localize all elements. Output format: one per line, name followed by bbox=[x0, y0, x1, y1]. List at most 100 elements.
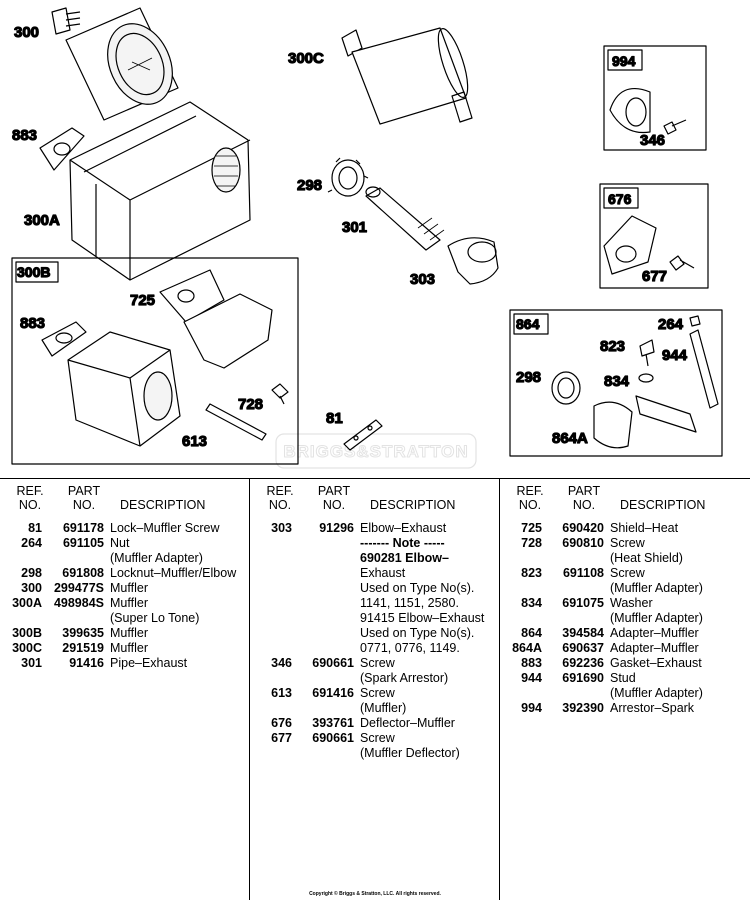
callout-300A: 300A bbox=[24, 212, 60, 229]
description-cell: Stud bbox=[610, 671, 636, 685]
part-300a-muffler-drawing bbox=[69, 101, 251, 281]
ref-no-cell: 883 bbox=[521, 656, 542, 670]
table-row: (Muffler Adapter) bbox=[500, 611, 750, 626]
description-cell: Muffler bbox=[110, 641, 148, 655]
part-no-cell: 299477S bbox=[53, 581, 104, 595]
description-cell: (Super Lo Tone) bbox=[110, 611, 200, 625]
part-301-pipe-drawing bbox=[365, 186, 445, 251]
part-no-cell: 291519 bbox=[62, 641, 104, 655]
part-no-cell: 399635 bbox=[62, 626, 104, 640]
column-divider bbox=[499, 478, 500, 900]
description-cell: Arrestor–Spark bbox=[610, 701, 695, 715]
description-cell: (Muffler Adapter) bbox=[610, 581, 703, 595]
callout-944: 944 bbox=[662, 347, 688, 364]
description-cell: Muffler bbox=[110, 596, 148, 610]
callout-676: 676 bbox=[608, 191, 632, 207]
header-ref-2: NO. bbox=[18, 498, 42, 512]
callout-864A: 864A bbox=[552, 430, 588, 447]
callout-81: 81 bbox=[326, 410, 343, 427]
svg-text:BRIGGS&STRATTON: BRIGGS&STRATTON bbox=[283, 442, 468, 461]
copyright-notice: Copyright © Briggs & Stratton, LLC. All … bbox=[309, 891, 441, 897]
ref-no-cell: 303 bbox=[271, 521, 292, 535]
description-cell: Nut bbox=[110, 536, 130, 550]
ref-no-cell: 300 bbox=[21, 581, 42, 595]
callout-677: 677 bbox=[642, 268, 667, 285]
header-description: DESCRIPTION bbox=[370, 498, 456, 512]
header-part-1: PART bbox=[567, 484, 601, 498]
header-part-2: NO. bbox=[322, 498, 346, 512]
part-no-cell: 394584 bbox=[562, 626, 604, 640]
part-no-cell: 691416 bbox=[312, 686, 354, 700]
table-row: (Muffler Adapter) bbox=[0, 551, 250, 566]
callout-298: 298 bbox=[297, 177, 322, 194]
part-no-cell: 690810 bbox=[562, 536, 604, 550]
callout-301: 301 bbox=[342, 219, 367, 236]
ref-no-cell: 864 bbox=[521, 626, 542, 640]
part-no-cell: 393761 bbox=[312, 716, 354, 730]
ref-no-cell: 346 bbox=[271, 656, 292, 670]
callout-864: 864 bbox=[516, 316, 540, 332]
description-cell: ------- Note ----- bbox=[360, 536, 445, 550]
callout-300C: 300C bbox=[288, 50, 324, 67]
table-row: Used on Type No(s). bbox=[250, 626, 500, 641]
description-cell: Adapter–Muffler bbox=[610, 641, 699, 655]
description-cell: Muffler bbox=[110, 581, 148, 595]
ref-no-cell: 298 bbox=[21, 566, 42, 580]
header-part-2: NO. bbox=[72, 498, 96, 512]
box-864-adapter bbox=[509, 309, 723, 457]
ref-no-cell: 944 bbox=[521, 671, 542, 685]
description-cell: Shield–Heat bbox=[610, 521, 679, 535]
description-cell: 690281 Elbow– bbox=[360, 551, 449, 565]
header-ref-2: NO. bbox=[518, 498, 542, 512]
callout-613: 613 bbox=[182, 433, 207, 450]
ref-no-cell: 728 bbox=[521, 536, 542, 550]
table-row: Exhaust bbox=[250, 566, 500, 581]
callout-834: 834 bbox=[604, 373, 630, 390]
callout-728: 728 bbox=[238, 396, 263, 413]
table-row: 91415 Elbow–Exhaust bbox=[250, 611, 500, 626]
part-no-cell: 690661 bbox=[312, 731, 354, 745]
description-cell: Screw bbox=[360, 656, 395, 670]
table-row: ------- Note ----- bbox=[250, 536, 500, 551]
description-cell: (Heat Shield) bbox=[610, 551, 683, 565]
ref-no-cell: 994 bbox=[521, 701, 542, 715]
callout-346: 346 bbox=[640, 132, 665, 149]
part-no-cell: 498984S bbox=[53, 596, 104, 610]
description-cell: (Muffler Adapter) bbox=[610, 611, 703, 625]
description-cell: Gasket–Exhaust bbox=[610, 656, 702, 670]
exploded-parts-diagram: BRIGGS&STRATTON 300 883 300A 300C 298 bbox=[11, 7, 723, 469]
description-cell: Pipe–Exhaust bbox=[110, 656, 188, 670]
description-cell: Screw bbox=[360, 686, 395, 700]
part-no-cell: 691178 bbox=[62, 521, 104, 535]
callout-300B: 300B bbox=[17, 264, 50, 280]
part-no-cell: 691075 bbox=[562, 596, 604, 610]
table-row: 0771, 0776, 1149. bbox=[250, 641, 500, 656]
header-description: DESCRIPTION bbox=[120, 498, 206, 512]
description-cell: Exhaust bbox=[360, 566, 406, 580]
callout-883-lower: 883 bbox=[20, 315, 45, 332]
header-ref-2: NO. bbox=[268, 498, 292, 512]
ref-no-cell: 725 bbox=[521, 521, 542, 535]
callout-725: 725 bbox=[130, 292, 155, 309]
ref-no-cell: 823 bbox=[521, 566, 542, 580]
description-cell: (Muffler Adapter) bbox=[110, 551, 203, 565]
